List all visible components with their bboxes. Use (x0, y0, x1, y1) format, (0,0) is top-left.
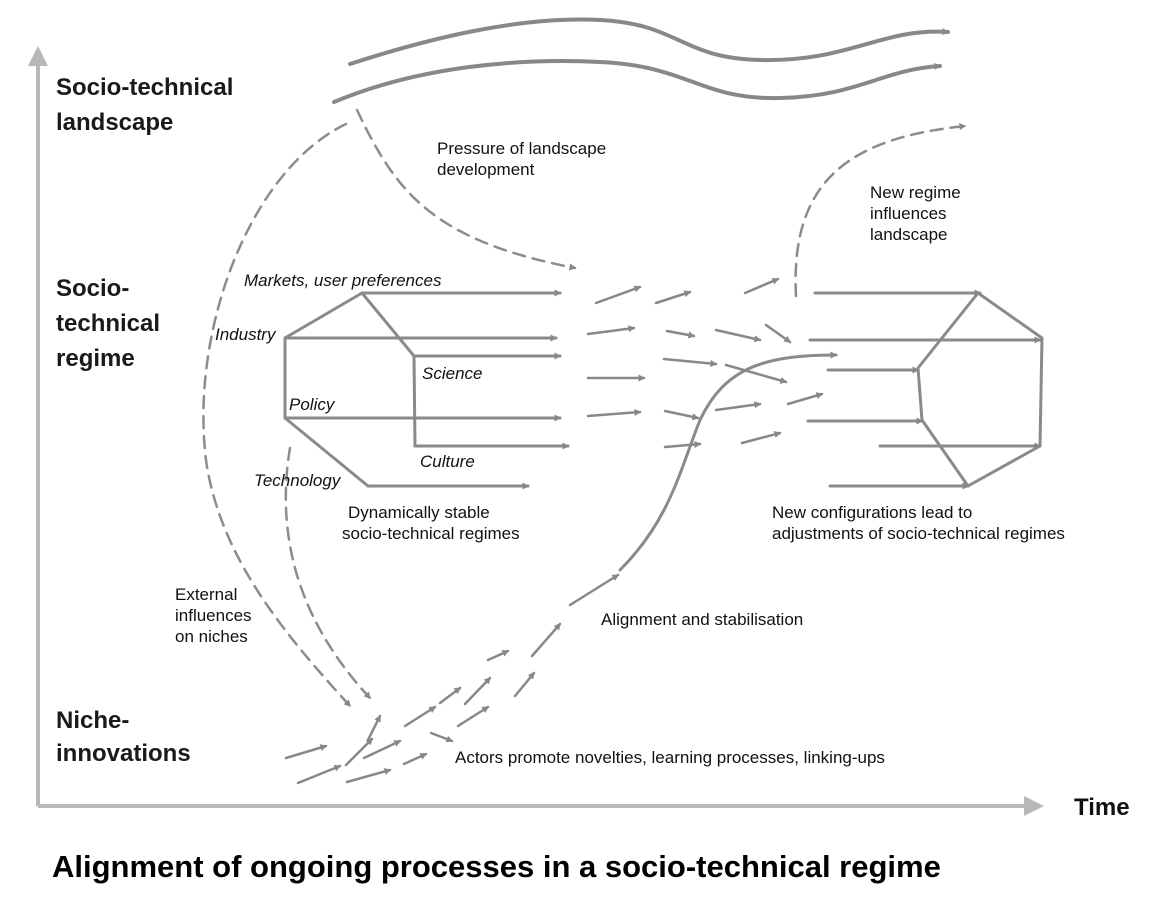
small-flow-arrow (724, 363, 788, 384)
small-flow-arrow (586, 408, 642, 418)
level-niche: Niche- innovations (56, 707, 191, 767)
diagram-caption: Alignment of ongoing processes in a soci… (52, 849, 941, 884)
small-flow-arrow (486, 649, 510, 662)
small-flow-arrow (366, 714, 382, 742)
landscape-wave-upper (348, 17, 950, 66)
small-flow-arrow (714, 401, 762, 412)
annotation-external: External influences on niches (175, 585, 256, 646)
annotation-alignment: Alignment and stabilisation (601, 610, 803, 629)
small-arrows (284, 277, 824, 785)
dim-industry: Industry (215, 325, 277, 344)
small-flow-arrow (429, 731, 454, 743)
small-flow-arrow (662, 357, 718, 367)
small-flow-arrow (344, 737, 374, 767)
regime-left-hexagon (283, 291, 370, 488)
annotation-new-config: New configurations lead to adjustments o… (772, 503, 1065, 543)
annotation-actors: Actors promote novelties, learning proce… (455, 748, 885, 767)
small-flow-arrow (284, 744, 328, 760)
small-flow-arrow (296, 764, 342, 785)
dim-policy: Policy (289, 395, 336, 414)
regime-right-arrows (806, 289, 1042, 490)
small-flow-arrow (740, 431, 782, 445)
new-regime-influence-arrow (794, 123, 967, 298)
small-flow-arrow (402, 752, 428, 766)
landscape-pressure-arrow (355, 108, 577, 271)
regime-left (283, 289, 570, 490)
small-flow-arrow (663, 409, 700, 421)
annotation-new-regime: New regime influences landscape (870, 183, 965, 244)
annotations: Pressure of landscape development New re… (175, 139, 1065, 767)
level-labels: Socio-technical landscape Socio- technic… (56, 74, 240, 767)
small-flow-arrow (743, 277, 780, 295)
external-influence-arrow (202, 122, 352, 708)
regime-left-arrows (283, 289, 570, 490)
small-flow-arrow (714, 328, 762, 343)
small-flow-arrow (513, 671, 536, 698)
small-flow-arrow (345, 768, 392, 784)
dim-markets: Markets, user preferences (244, 271, 442, 290)
annotation-pressure: Pressure of landscape development (437, 139, 611, 179)
regime-dimension-labels: Markets, user preferences Industry Scien… (215, 271, 482, 490)
landscape-waves (332, 17, 950, 104)
level-landscape: Socio-technical landscape (56, 74, 240, 136)
level-regime: Socio- technical regime (56, 275, 167, 372)
small-flow-arrow (764, 323, 792, 344)
small-flow-arrow (663, 440, 702, 449)
dim-culture: Culture (420, 452, 475, 471)
dim-science: Science (422, 364, 482, 383)
technology-to-niche-arrow (284, 446, 372, 700)
small-flow-arrow (438, 686, 462, 705)
axes (28, 46, 1044, 816)
dashed-arrows (202, 108, 967, 708)
regime-left-inner (360, 291, 417, 448)
alignment-s-curve (618, 351, 838, 572)
landscape-wave-lower (332, 59, 942, 104)
time-axis-label: Time (1074, 794, 1130, 821)
small-flow-arrow (530, 622, 562, 658)
small-flow-arrow (665, 329, 696, 339)
small-flow-arrow (586, 325, 636, 336)
small-flow-arrow (463, 676, 492, 706)
small-flow-arrow (594, 285, 642, 305)
regime-right-hexagon (966, 291, 1044, 488)
small-flow-arrow (456, 705, 490, 728)
dim-technology: Technology (254, 471, 342, 490)
small-flow-arrow (403, 705, 437, 728)
regime-right (806, 289, 1044, 490)
regime-right-inner (916, 291, 980, 488)
alignment-curve (618, 351, 838, 572)
small-flow-arrow (654, 290, 692, 305)
small-flow-arrow (786, 392, 824, 406)
small-flow-arrow (362, 739, 402, 760)
annotation-stable: Dynamically stable socio-technical regim… (342, 503, 520, 543)
small-flow-arrow (568, 573, 620, 607)
